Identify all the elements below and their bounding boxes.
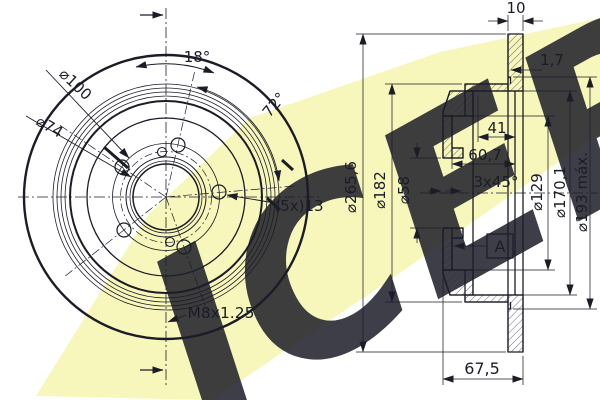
label-datum-a: A	[495, 237, 506, 256]
angle-arcs	[135, 61, 282, 182]
center-bore-circle	[132, 163, 200, 231]
label-60-7: 60,7	[468, 146, 501, 164]
datum-a-frame	[486, 233, 514, 259]
label-step: 1,7	[540, 51, 564, 69]
hub-ring-circle	[125, 156, 207, 238]
hub-boss-bottom	[451, 227, 464, 239]
hat-wall-top	[464, 83, 509, 92]
label-dia-193-max: ⌀193 máx.	[573, 152, 591, 232]
label-dia-170-1: ⌀170,1	[551, 166, 569, 218]
thread-leader	[167, 314, 187, 323]
dia74-leader	[25, 115, 132, 178]
hat-wall-bottom	[464, 294, 509, 303]
label-chamfer: 3x45°	[473, 173, 518, 191]
angle-18-arc	[135, 61, 215, 74]
bolt-circle	[112, 143, 220, 251]
section-dimensions	[356, 15, 597, 385]
angle-72-arc	[196, 86, 282, 182]
front-leaders	[25, 69, 276, 323]
hub-boss-top	[451, 147, 464, 159]
section-arrows	[140, 11, 164, 374]
section-plane-marks	[103, 145, 295, 212]
outer-diameter-circle	[22, 53, 310, 341]
label-dia-182: ⌀182	[371, 171, 389, 209]
label-bolt-holes: (5x)13	[274, 197, 323, 215]
label-angle-18: 18°	[184, 48, 211, 66]
disc-circles	[22, 53, 310, 341]
section-view	[356, 15, 598, 385]
label-dia-100: ⌀100	[55, 65, 95, 104]
front-view	[18, 8, 320, 386]
thread-holes	[156, 146, 176, 248]
label-ring-width: 10	[506, 0, 525, 17]
label-dia-58: ⌀58	[395, 176, 413, 204]
label-dia-129: ⌀129	[528, 173, 546, 211]
label-dia-265-6: ⌀265,6	[342, 161, 360, 213]
section-view-labels: 10 1,7 41 60,7 3x45° ⌀265,6 ⌀182 ⌀58 ⌀12…	[342, 0, 591, 378]
flange-bottom	[442, 227, 453, 271]
dia100-leader	[45, 69, 130, 159]
friction-id-circle	[69, 100, 263, 294]
label-thread: M8x1.25	[188, 304, 255, 322]
bolt-hole-leader	[226, 193, 276, 204]
label-41: 41	[487, 119, 506, 137]
label-overall-width: 67,5	[464, 359, 500, 378]
flange-top	[442, 115, 453, 159]
section-outline	[442, 34, 524, 352]
